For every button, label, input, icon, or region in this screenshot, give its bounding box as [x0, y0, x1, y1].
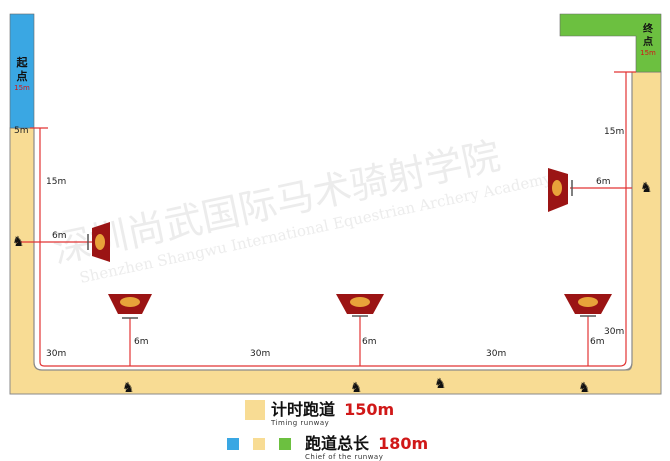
- target-bottom-3: [564, 294, 612, 317]
- finish-length: 15m: [640, 49, 656, 57]
- legend: 计时跑道 150m Timing runway 跑道总长 180m Chief …: [0, 398, 670, 461]
- finish-label-2: 点: [643, 35, 653, 48]
- start-zone: [9, 13, 35, 129]
- legend-total: 跑道总长 180m Chief of the runway: [227, 434, 428, 461]
- timing-sub: Timing runway: [271, 419, 330, 427]
- legend-timing: 计时跑道 150m Timing runway: [245, 400, 394, 427]
- rider-icon-left: ♞: [12, 234, 25, 250]
- total-value: 180m: [378, 434, 429, 453]
- label-bottom-offset-1: 6m: [134, 337, 149, 347]
- course-diagram: 深圳尚武国际马术骑射学院 Shenzhen Shangwu Internatio…: [9, 13, 662, 396]
- rider-icon-right: ♞: [640, 180, 653, 196]
- label-bottom-span-1: 30m: [46, 349, 66, 359]
- total-sub: Chief of the runway: [305, 453, 384, 461]
- label-right-vertical: 15m: [604, 127, 624, 137]
- rider-icon-bottom-2: ♞: [350, 380, 363, 396]
- label-right-corner: 30m: [604, 327, 624, 337]
- target-left: [87, 222, 110, 262]
- swatch-runway: [253, 438, 265, 450]
- label-left-target-offset: 6m: [52, 231, 67, 241]
- start-label-2: 点: [17, 69, 28, 83]
- rider-icon-bottom-4: ♞: [578, 380, 591, 396]
- timing-value: 150m: [344, 400, 395, 419]
- swatch-start: [227, 438, 239, 450]
- timing-swatch: [245, 400, 265, 420]
- swatch-finish: [279, 438, 291, 450]
- label-bottom-span-2: 30m: [250, 349, 270, 359]
- rider-icon-bottom-1: ♞: [122, 380, 135, 396]
- start-label-1: 起: [16, 55, 29, 69]
- target-bottom-1: [108, 294, 152, 319]
- target-right: [548, 168, 573, 212]
- finish-label-1: 终: [643, 22, 654, 35]
- start-gap: 5m: [14, 126, 29, 136]
- label-right-target-offset: 6m: [596, 177, 611, 187]
- watermark: 深圳尚武国际马术骑射学院 Shenzhen Shangwu Internatio…: [49, 134, 554, 287]
- measure-lines: [16, 71, 636, 367]
- start-length: 15m: [14, 84, 30, 92]
- label-left-vertical: 15m: [46, 177, 66, 187]
- target-bottom-2: [336, 294, 384, 317]
- total-label: 跑道总长: [305, 434, 370, 453]
- label-bottom-offset-3: 6m: [590, 337, 605, 347]
- label-bottom-offset-2: 6m: [362, 337, 377, 347]
- timing-label: 计时跑道: [271, 400, 336, 419]
- label-bottom-span-3: 30m: [486, 349, 506, 359]
- runway-inner-border: [33, 72, 633, 371]
- rider-icon-bottom-3: ♞: [434, 376, 447, 392]
